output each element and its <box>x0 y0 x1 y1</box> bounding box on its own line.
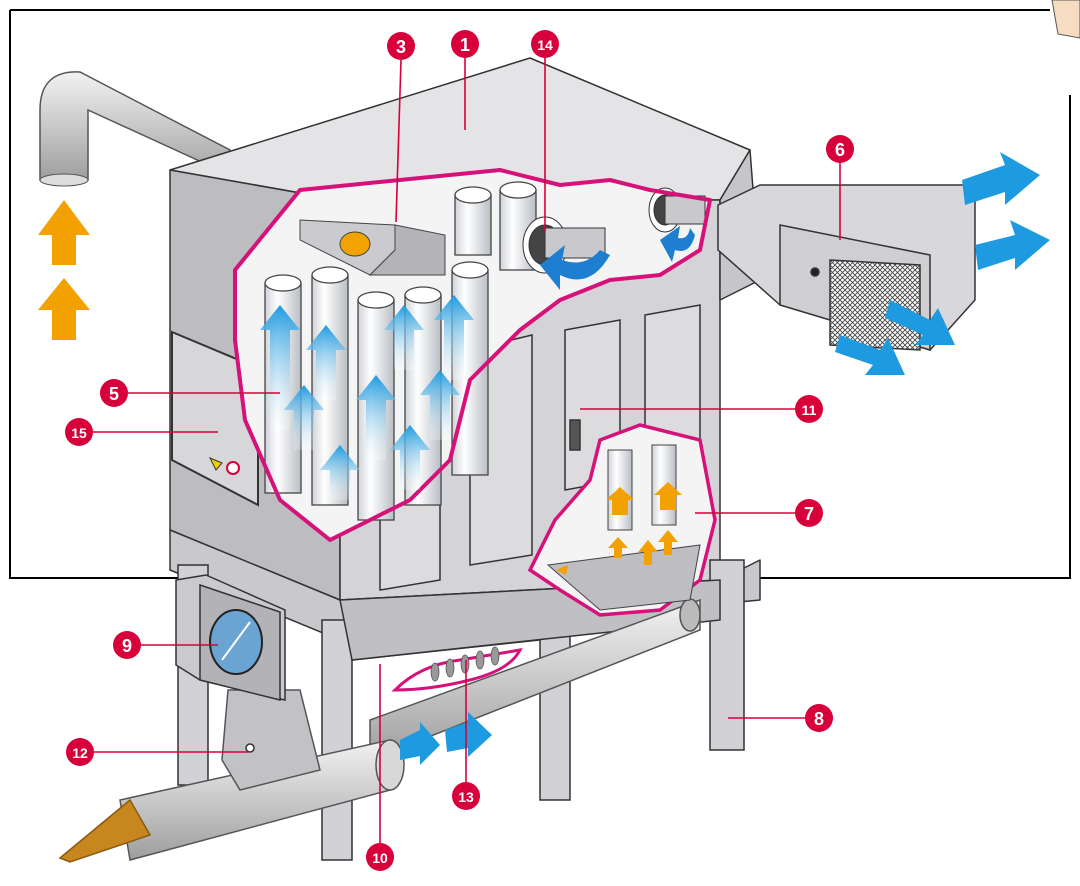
svg-text:13: 13 <box>458 789 474 805</box>
svg-text:15: 15 <box>71 425 87 441</box>
badge-5: 5 <box>100 379 128 407</box>
badge-7: 7 <box>795 499 823 527</box>
svg-text:14: 14 <box>537 37 553 53</box>
svg-text:12: 12 <box>72 745 88 761</box>
badge-14: 14 <box>531 30 559 58</box>
svg-text:5: 5 <box>109 384 119 404</box>
svg-text:9: 9 <box>122 636 132 656</box>
svg-text:8: 8 <box>814 709 824 729</box>
badge-3: 3 <box>387 32 415 60</box>
clean-air-arrow-icons <box>260 152 1050 765</box>
inspection-window-box <box>175 574 286 701</box>
badge-13: 13 <box>452 782 480 810</box>
hopper-cutaway <box>527 423 717 617</box>
badge-10: 10 <box>366 843 394 871</box>
conveyor-pipe <box>369 598 701 762</box>
svg-text:7: 7 <box>804 504 814 524</box>
svg-text:11: 11 <box>802 402 817 418</box>
svg-text:1: 1 <box>460 35 470 55</box>
svg-text:6: 6 <box>835 140 845 160</box>
corner-tab <box>1051 0 1080 39</box>
discharge-pipe <box>58 689 405 863</box>
leader-lines <box>93 58 841 843</box>
filter-cartridges-graphic <box>264 181 537 521</box>
badge-8: 8 <box>805 704 833 732</box>
callout-badges: 3 1 14 6 5 15 11 7 9 12 8 10 13 <box>65 30 854 871</box>
badge-15: 15 <box>65 418 93 446</box>
svg-text:10: 10 <box>372 850 388 866</box>
badge-9: 9 <box>113 631 141 659</box>
badge-1: 1 <box>451 30 479 58</box>
service-panel-graphic <box>171 330 259 507</box>
door-handle-icon <box>569 419 581 451</box>
svg-text:3: 3 <box>396 37 406 57</box>
badge-12: 12 <box>66 738 94 766</box>
badge-6: 6 <box>826 135 854 163</box>
badge-11: 11 <box>795 395 823 423</box>
dust-arrow-icons <box>38 200 682 575</box>
